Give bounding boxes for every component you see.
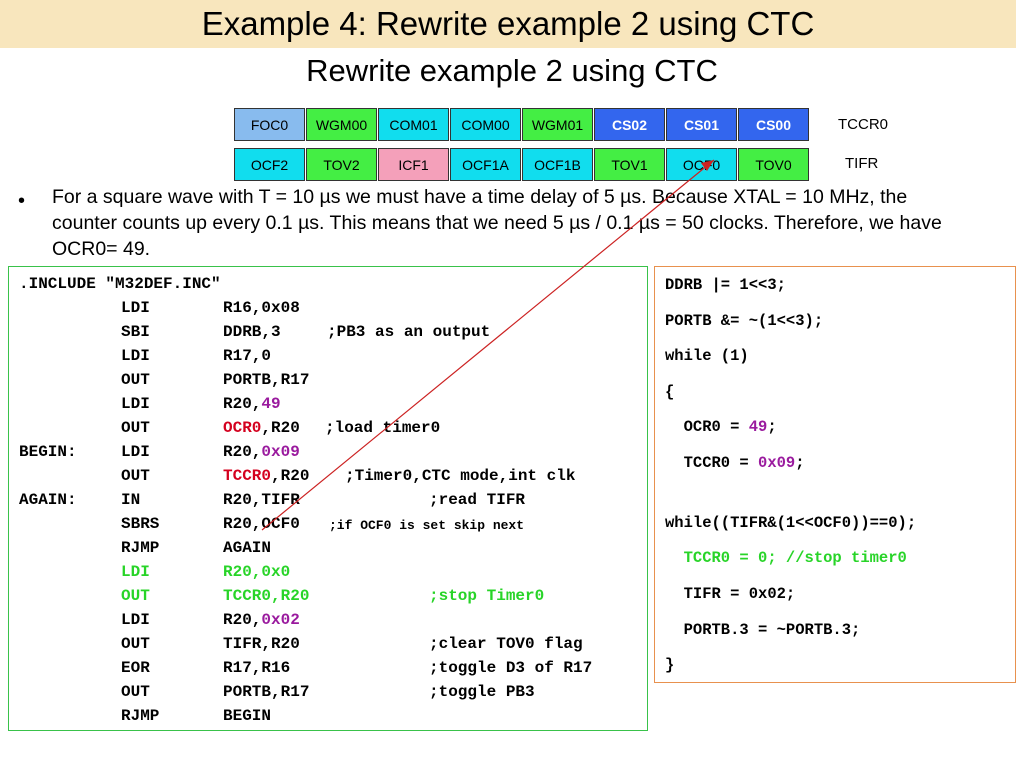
tifr-bit-ocf0: OCF0 — [666, 148, 737, 181]
asm-op: LDI — [121, 443, 150, 461]
c-line: } — [665, 656, 675, 674]
title-bar — [0, 0, 1016, 48]
asm-arg: R20,0x09 — [223, 443, 300, 461]
asm-arg: PORTB,R17 — [223, 683, 310, 701]
asm-label-again: AGAIN: — [19, 491, 77, 509]
asm-op: OUT — [121, 467, 150, 485]
slide-subtitle: Rewrite example 2 using CTC — [306, 53, 718, 88]
tifr-bit-tov1: TOV1 — [594, 148, 665, 181]
asm-comment: ;toggle D3 of R17 — [429, 659, 593, 677]
c-line: TCCR0 = 0x09; — [665, 454, 805, 472]
asm-op: SBRS — [121, 515, 160, 533]
asm-arg: R20,49 — [223, 395, 281, 413]
tifr-bit-ocf2: OCF2 — [234, 148, 305, 181]
c-line: PORTB.3 = ~PORTB.3; — [665, 621, 861, 639]
asm-op: LDI — [121, 563, 150, 581]
asm-op: IN — [121, 491, 141, 509]
arrow-head — [701, 160, 714, 171]
c-line: PORTB &= ~(1<<3); — [665, 312, 824, 330]
asm-op: OUT — [121, 419, 150, 437]
tccr0-bit-cs00: CS00 — [738, 108, 809, 141]
c-line: TCCR0 = 0; //stop timer0 — [665, 549, 907, 567]
asm-comment: ;load timer0 — [325, 419, 441, 437]
arrow-line — [261, 159, 715, 531]
asm-arg: R20,TIFR — [223, 491, 300, 509]
slide-title: Example 4: Rewrite example 2 using CTC — [201, 5, 815, 42]
tccr0-bit-cs02: CS02 — [594, 108, 665, 141]
asm-arg: OCR0,R20 — [223, 419, 300, 437]
tifr-label: TIFR — [845, 155, 879, 172]
tifr-bit-ocf1b: OCF1B — [522, 148, 593, 181]
c-line: { — [665, 383, 675, 401]
asm-arg: R16,0x08 — [223, 299, 300, 317]
tccr0-bit-com01: COM01 — [378, 108, 449, 141]
asm-op: OUT — [121, 635, 150, 653]
assembly-code-box: .INCLUDE "M32DEF.INC" LDI R16,0x08 SBI D… — [8, 266, 648, 731]
tifr-bit-ocf1a: OCF1A — [450, 148, 521, 181]
c-line: while((TIFR&(1<<OCF0))==0); — [665, 514, 917, 532]
c-line: TIFR = 0x02; — [665, 585, 796, 603]
asm-op: LDI — [121, 611, 150, 629]
asm-arg: R20,OCF0 — [223, 515, 300, 533]
asm-op: OUT — [121, 683, 150, 701]
asm-value-0x09: 0x09 — [261, 443, 300, 461]
c-line: DDRB |= 1<<3; — [665, 276, 786, 294]
asm-comment: ;clear TOV0 flag — [429, 635, 583, 653]
asm-op: LDI — [121, 299, 150, 317]
bullet-text: For a square wave with T = 10 µs we must… — [52, 186, 942, 260]
tccr0-bit-wgm00: WGM00 — [306, 108, 377, 141]
asm-comment: ;Timer0,CTC mode,int clk — [345, 467, 576, 485]
asm-arg: TCCR0,R20 — [223, 587, 310, 605]
asm-op: RJMP — [121, 539, 160, 557]
asm-op: OUT — [121, 587, 150, 605]
bullet-dot: • — [18, 190, 26, 212]
c-value-0x09: 0x09 — [758, 454, 796, 472]
asm-op: EOR — [121, 659, 150, 677]
tccr0-bit-com00: COM00 — [450, 108, 521, 141]
c-line: OCR0 = 49; — [665, 418, 777, 436]
c-value-49: 49 — [748, 418, 768, 436]
asm-op: OUT — [121, 371, 150, 389]
tifr-register: OCF2 TOV2 ICF1 OCF1A OCF1B TOV1 OCF0 TOV… — [234, 148, 810, 181]
asm-label-begin: BEGIN: — [19, 443, 77, 461]
asm-op: LDI — [121, 395, 150, 413]
asm-op: RJMP — [121, 707, 160, 725]
asm-reg-ocr0: OCR0 — [223, 419, 262, 437]
asm-arg: R20,0x0 — [223, 563, 291, 581]
asm-arg: TIFR,R20 — [223, 635, 300, 653]
asm-arg: TCCR0,R20 — [223, 467, 310, 485]
asm-arg: AGAIN — [223, 539, 272, 557]
asm-arg: BEGIN — [223, 707, 272, 725]
asm-arg: R17,R16 — [223, 659, 291, 677]
tifr-bit-tov0: TOV0 — [738, 148, 809, 181]
asm-include: .INCLUDE "M32DEF.INC" — [19, 275, 221, 293]
tccr0-bit-foc0: FOC0 — [234, 108, 305, 141]
asm-comment: ;stop Timer0 — [429, 587, 545, 605]
asm-arg: R20,0x02 — [223, 611, 300, 629]
tifr-bit-icf1: ICF1 — [378, 148, 449, 181]
asm-op: LDI — [121, 347, 150, 365]
asm-arg: PORTB,R17 — [223, 371, 310, 389]
c-line: while (1) — [665, 347, 749, 365]
asm-value-0x02: 0x02 — [261, 611, 300, 629]
asm-comment: ;read TIFR — [429, 491, 526, 509]
asm-comment: ;if OCF0 is set skip next — [329, 518, 525, 533]
asm-arg: DDRB,3 — [223, 323, 281, 341]
c-code-box: DDRB |= 1<<3; PORTB &= ~(1<<3); while (1… — [654, 266, 1016, 683]
tccr0-label: TCCR0 — [838, 116, 889, 133]
asm-value-49: 49 — [261, 395, 281, 413]
tifr-bit-tov2: TOV2 — [306, 148, 377, 181]
asm-comment: ;PB3 as an output — [327, 323, 491, 341]
asm-op: SBI — [121, 323, 150, 341]
asm-comment: ;toggle PB3 — [429, 683, 535, 701]
tccr0-register: FOC0 WGM00 COM01 COM00 WGM01 CS02 CS01 C… — [234, 108, 810, 141]
tccr0-bit-cs01: CS01 — [666, 108, 737, 141]
tccr0-bit-wgm01: WGM01 — [522, 108, 593, 141]
asm-reg-tccr0: TCCR0 — [223, 467, 272, 485]
asm-arg: R17,0 — [223, 347, 272, 365]
